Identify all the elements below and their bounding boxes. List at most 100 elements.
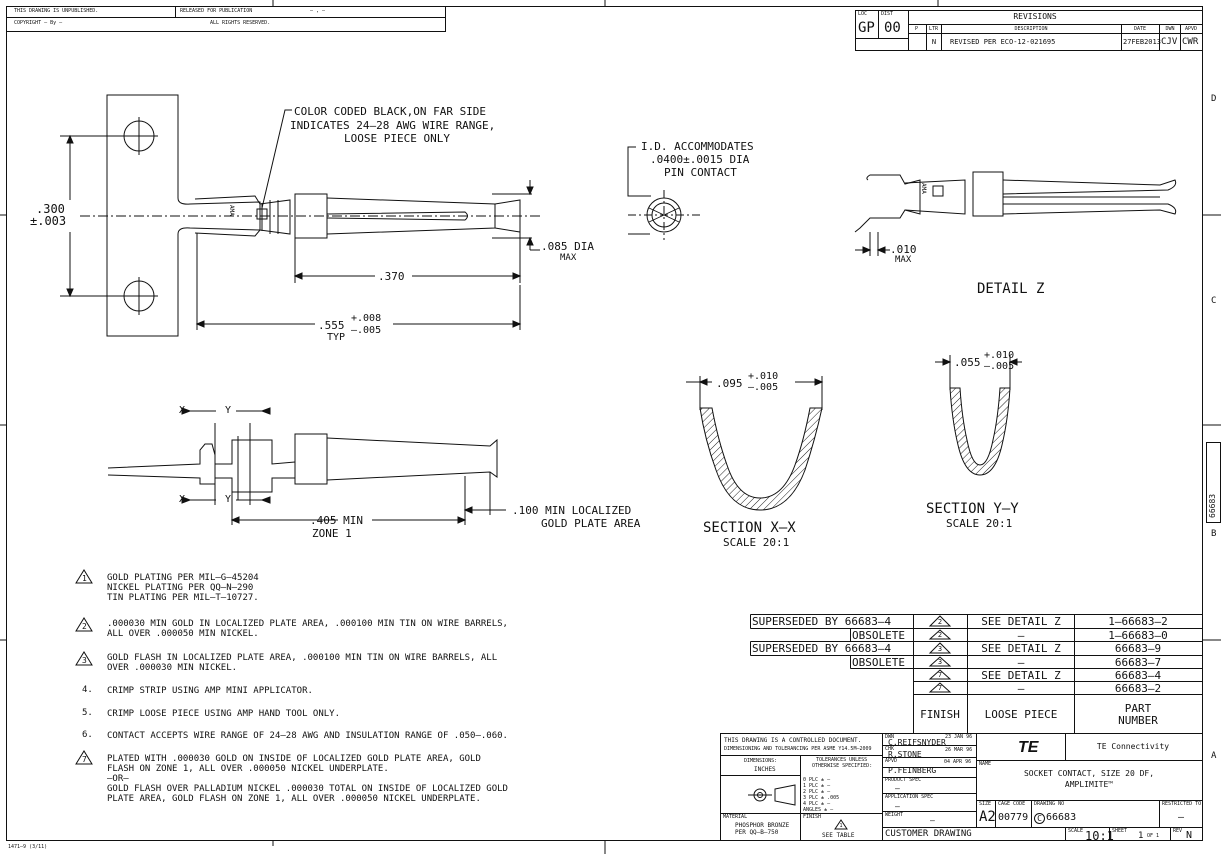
head-part-2: NUMBER	[1118, 714, 1158, 727]
rev-value: N	[1186, 830, 1193, 841]
dia-dim: .085 DIA	[541, 240, 594, 253]
section-yy-title: SECTION Y–Y	[926, 501, 1019, 517]
weight-label: WEIGHT	[885, 812, 904, 818]
len-555: .555	[318, 319, 345, 332]
note-5-number: 5.	[82, 708, 93, 718]
end-view	[627, 146, 700, 240]
section-xx-dim: .095	[716, 377, 743, 390]
section-yy-minus: –.005	[984, 361, 1015, 372]
cage-value: 00779	[998, 812, 1029, 823]
drawing-no-prefix: C	[1034, 813, 1045, 824]
scale-label: SCALE	[1068, 828, 1084, 834]
note-7: PLATED WITH .000030 GOLD ON INSIDE OF LO…	[107, 754, 508, 804]
release-date: – , –	[310, 8, 326, 14]
section-xx-scale: SCALE 20:1	[723, 536, 790, 549]
dia-max: MAX	[560, 253, 577, 263]
detail-z-label: DETAIL Z	[977, 281, 1045, 297]
size-value: A2	[979, 809, 996, 825]
detail-z-dim: .010	[890, 243, 917, 256]
end-view-note-line-2: .0400±.0015 DIA	[650, 153, 750, 166]
dwn-date: 23 JAN 96	[945, 734, 973, 740]
dist-label: DIST	[881, 11, 894, 17]
rev-date: 27FEB2013	[1123, 38, 1161, 46]
rev-dwn: CJV	[1161, 37, 1178, 47]
tolerances-label-2: OTHERWISE SPECIFIED:	[812, 763, 873, 769]
application-spec-label: APPLICATION SPEC	[885, 794, 934, 800]
tol-1: 1 PLC ± –	[803, 783, 831, 789]
pitch-tol: ±.003	[30, 214, 67, 228]
dwn-label: DWN	[885, 734, 895, 740]
cage-label: CAGE CODE	[998, 801, 1026, 807]
len-555-plus: +.008	[351, 313, 382, 324]
material-line-1: PHOSPHOR BRONZE	[735, 822, 790, 829]
tol-0: 0 PLC ± –	[803, 777, 831, 783]
row-2-status: OBSOLETE	[852, 629, 905, 642]
rev-desc: REVISED PER ECO-12-021695	[950, 38, 1056, 46]
sheet-label: SHEET	[1112, 828, 1128, 834]
note-1: GOLD PLATING PER MIL–G–45204 NICKEL PLAT…	[107, 573, 259, 603]
rev-col-ltr: LTR	[929, 26, 939, 32]
finish-flag-number: 1	[839, 823, 843, 829]
product-spec: –	[895, 784, 900, 793]
note-3: GOLD FLASH IN LOCALIZED PLATE AREA, .000…	[107, 653, 498, 673]
color-note-line-1: COLOR CODED BLACK,ON FAR SIDE	[294, 105, 487, 118]
scale-value: 10:1	[1085, 829, 1114, 843]
side-view	[107, 407, 506, 525]
detail-z-view	[854, 171, 1177, 256]
section-mark-y-bottom: Y	[225, 494, 232, 505]
row-5-finish: 7	[937, 671, 943, 679]
row-4-part: 66683–7	[1114, 656, 1162, 669]
row-4-type: –	[1017, 656, 1025, 669]
revisions-title: REVISIONS	[1013, 12, 1057, 21]
ama-mark-main: AMA	[228, 205, 235, 216]
finish-label: FINISH	[803, 814, 822, 820]
row-6-type: –	[1017, 682, 1025, 695]
note-6: CONTACT ACCEPTS WIRE RANGE OF 24–28 AWG …	[107, 731, 508, 741]
side-part-number: 66683	[1208, 493, 1217, 518]
part-name-line-2: AMPLIMITE™	[1064, 780, 1114, 789]
released-label: RELEASED FOR PUBLICATION	[180, 8, 253, 14]
note-4: CRIMP STRIP USING AMP MINI APPLICATOR.	[107, 686, 313, 696]
name-label: NAME	[979, 761, 992, 767]
note-2: .000030 MIN GOLD IN LOCALIZED PLATE AREA…	[107, 619, 508, 639]
unpublished-label: THIS DRAWING IS UNPUBLISHED.	[14, 8, 99, 14]
controlled-doc-2: DIMENSIONING AND TOLERANCING PER ASME Y1…	[724, 746, 872, 752]
dwn-name: C.REIFSNYDER	[888, 738, 946, 747]
row-3-part: 66683–9	[1114, 642, 1162, 655]
title-block-lines	[720, 733, 1203, 841]
tol-3: 3 PLC ± .005	[803, 795, 840, 801]
end-view-note-line-1: I.D. ACCOMMODATES	[641, 140, 754, 153]
application-spec: –	[895, 802, 900, 811]
dimensions-value: INCHES	[754, 766, 776, 773]
copyright-label: COPYRIGHT – By –	[14, 20, 63, 26]
te-logo: TE	[1018, 739, 1039, 756]
ama-mark-detail: AMA	[920, 183, 927, 194]
row-4-status: OBSOLETE	[852, 656, 905, 669]
row-2-finish: 2	[937, 631, 943, 639]
row-1-finish: 2	[937, 618, 943, 626]
rights-label: ALL RIGHTS RESERVED.	[210, 20, 271, 26]
section-xx-minus: –.005	[748, 382, 779, 393]
zone-dim: .405 MIN	[310, 514, 363, 527]
section-mark-x-top: X	[179, 405, 186, 416]
rev-col-p: P	[915, 26, 919, 32]
loc-label: LOC	[858, 11, 868, 17]
row-5-part: 66683–4	[1114, 669, 1162, 682]
row-6-finish: 7	[937, 684, 943, 692]
restricted-value: –	[1178, 812, 1185, 823]
plate-note-line-2: GOLD PLATE AREA	[541, 517, 641, 530]
zone-a: A	[1211, 751, 1217, 761]
rev-ltr: N	[931, 38, 937, 46]
restricted-label: RESTRICTED TO	[1162, 801, 1202, 807]
part-table-lines	[750, 614, 1203, 734]
row-3-status: SUPERSEDED BY 66683–4	[752, 642, 892, 655]
product-spec-label: PRODUCT SPEC	[885, 777, 922, 783]
chk-label: CHK	[885, 746, 895, 752]
rev-label: REV	[1173, 828, 1183, 834]
note-1-number: 1	[82, 574, 87, 583]
note-2-number: 2	[82, 622, 87, 631]
color-note-line-2: INDICATES 24–28 AWG WIRE RANGE,	[290, 119, 496, 132]
material-line-2: PER QQ–B–750	[735, 829, 779, 836]
head-type: LOOSE PIECE	[984, 708, 1058, 721]
row-6-part: 66683–2	[1114, 682, 1162, 695]
